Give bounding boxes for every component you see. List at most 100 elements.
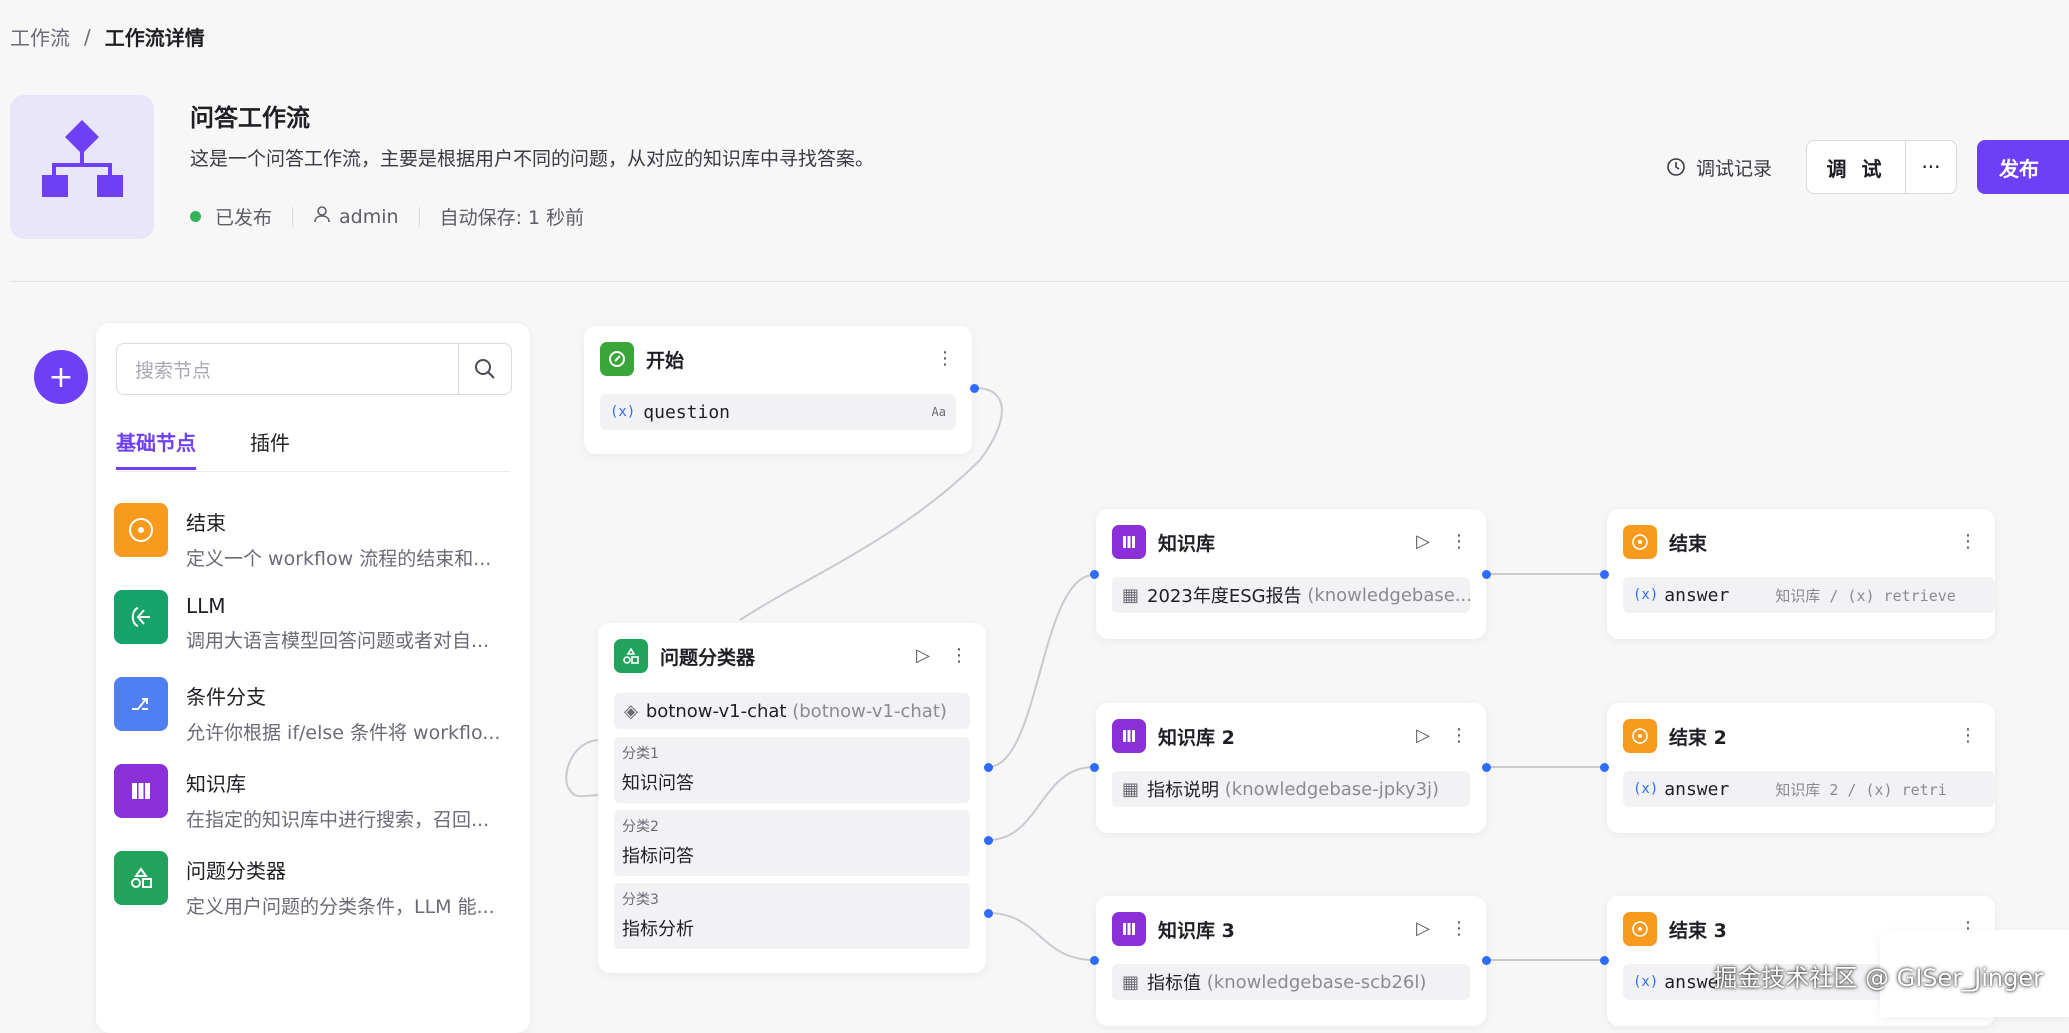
class-item: 分类2 指标问答 [614, 810, 970, 876]
meta-divider [418, 206, 420, 227]
database-icon: ▦ [1122, 971, 1140, 993]
end-node-1[interactable]: 结束 ⋮ (x) answer 知识库 / (x) retrieve [1607, 509, 1995, 639]
tab-plugins[interactable]: 插件 [250, 431, 290, 455]
node-title: 结束 [1669, 532, 1708, 555]
variable-name: answe [1664, 971, 1719, 993]
workflow-logo [10, 95, 154, 239]
classifier-model: ◈ botnow-v1-chat (botnow-v1-chat) [614, 693, 970, 729]
breadcrumb-current: 工作流详情 [104, 26, 205, 50]
panel-item-branch[interactable]: 条件分支允许你根据 if/else 条件将 workflo... [114, 677, 514, 747]
workflow-meta: 已发布 admin 自动保存: 1 秒前 [190, 203, 584, 230]
type-badge: Aa [931, 405, 946, 419]
kb2-input-port[interactable] [1090, 763, 1099, 772]
debug-button[interactable]: 调 试 [1807, 141, 1906, 193]
variable-name: answer [1664, 778, 1730, 800]
node-menu-icon[interactable]: ⋮ [936, 348, 954, 369]
kb-id: (knowledgebase-jpky3j) [1224, 778, 1440, 800]
class1-output-port[interactable] [984, 763, 993, 772]
end-node-2[interactable]: 结束 2 ⋮ (x) answer 知识库 2 / (x) retri [1607, 703, 1995, 833]
variable-icon: (x) [1633, 587, 1659, 603]
knowledge-node-1[interactable]: 知识库 ▷ ⋮ ▦ 2023年度ESG报告 (knowledgebase... [1096, 509, 1486, 639]
status-text: 已发布 [215, 207, 273, 229]
class-label: 分类1 [622, 746, 659, 762]
panel-item-desc: 允许你根据 if/else 条件将 workflo... [186, 722, 501, 744]
end-output-variable: (x) answer 知识库 / (x) retrieve [1623, 577, 1995, 613]
workflow-tree-icon [42, 120, 123, 197]
end3-input-port[interactable] [1600, 956, 1609, 965]
edge-class2-kb2 [987, 766, 1095, 841]
classifier-node[interactable]: 问题分类器 ▷⋮ ◈ botnow-v1-chat (botnow-v1-cha… [598, 623, 986, 973]
class-value: 指标问答 [622, 846, 694, 867]
add-node-button[interactable]: + [34, 350, 88, 404]
kb3-input-port[interactable] [1090, 956, 1099, 965]
minimap[interactable] [1880, 930, 2069, 1017]
knowledge-node-3[interactable]: 知识库 3 ▷⋮ ▦ 指标值 (knowledgebase-scb26l) [1096, 896, 1486, 1026]
variable-icon: (x) [610, 404, 636, 420]
debug-history-button[interactable]: 调试记录 [1666, 154, 1772, 181]
node-menu-icon[interactable]: ⋮ [1450, 918, 1468, 939]
edge-classifier-loop [565, 739, 601, 798]
variable-ref: 知识库 2 / (x) retri [1775, 780, 1947, 799]
search-input[interactable]: 搜索节点 [135, 359, 212, 382]
breadcrumb: 工作流 / 工作流详情 [10, 22, 205, 51]
node-menu-icon[interactable]: ⋮ [1450, 725, 1468, 746]
breadcrumb-parent[interactable]: 工作流 [10, 26, 70, 50]
end-icon [1623, 525, 1657, 559]
panel-item-desc: 定义一个 workflow 流程的结束和... [186, 548, 492, 570]
end-icon [1623, 719, 1657, 753]
kb3-output-port[interactable] [1482, 956, 1491, 965]
search-icon [475, 359, 495, 379]
knowledge-base-ref: ▦ 2023年度ESG报告 (knowledgebase... [1112, 577, 1470, 613]
node-menu-icon[interactable]: ⋮ [1959, 725, 1977, 746]
start-output-port[interactable] [970, 384, 979, 393]
kb-name: 指标说明 [1147, 780, 1220, 801]
kb2-output-port[interactable] [1482, 763, 1491, 772]
start-node[interactable]: 开始 ⋮ (x) question Aa [584, 326, 972, 454]
class2-output-port[interactable] [984, 836, 993, 845]
kb-id: (knowledgebase-scb26l) [1206, 971, 1427, 993]
kb1-input-port[interactable] [1090, 570, 1099, 579]
search-button[interactable] [458, 344, 511, 394]
class3-output-port[interactable] [984, 909, 993, 918]
class-label: 分类2 [622, 819, 659, 835]
node-title: 知识库 [1158, 532, 1216, 555]
end1-input-port[interactable] [1600, 570, 1609, 579]
workflow-title: 问答工作流 [190, 104, 310, 132]
watermark-text: 掘金技术社区 @ GISer_Jinger [1713, 964, 2043, 992]
run-icon[interactable]: ▷ [916, 645, 930, 666]
kb1-output-port[interactable] [1482, 570, 1491, 579]
variable-name: answer [1664, 584, 1730, 606]
panel-item-title: 问题分类器 [186, 859, 286, 883]
panel-item-knowledge[interactable]: 知识库在指定的知识库中进行搜索，召回... [114, 764, 514, 834]
panel-item-classifier[interactable]: 问题分类器定义用户问题的分类条件，LLM 能... [114, 851, 514, 921]
panel-item-end[interactable]: 结束定义一个 workflow 流程的结束和... [114, 503, 514, 573]
node-menu-icon[interactable]: ⋮ [1450, 531, 1468, 552]
variable-icon: (x) [1633, 974, 1659, 990]
more-options-button[interactable]: ··· [1921, 155, 1941, 179]
knowledge-icon [1112, 719, 1146, 753]
class-value: 知识问答 [622, 773, 694, 794]
kb-name: 2023年度ESG报告 [1147, 586, 1302, 607]
debug-history-label: 调试记录 [1695, 157, 1772, 180]
variable-icon: (x) [1633, 781, 1659, 797]
knowledge-icon [114, 764, 168, 818]
run-icon[interactable]: ▷ [1416, 918, 1430, 939]
knowledge-icon [1112, 912, 1146, 946]
model-icon: ◈ [624, 700, 638, 722]
run-icon[interactable]: ▷ [1416, 725, 1430, 746]
llm-icon [114, 590, 168, 644]
class-value: 指标分析 [622, 919, 694, 940]
header-divider [10, 281, 2069, 282]
end2-input-port[interactable] [1600, 763, 1609, 772]
model-name: botnow-v1-chat [645, 700, 787, 722]
run-icon[interactable]: ▷ [1416, 531, 1430, 552]
node-menu-icon[interactable]: ⋮ [950, 645, 968, 666]
end-icon [1623, 912, 1657, 946]
tab-basic-nodes[interactable]: 基础节点 [116, 427, 196, 470]
node-menu-icon[interactable]: ⋮ [1959, 531, 1977, 552]
debug-button-group: 调 试 ··· [1806, 140, 1957, 194]
knowledge-node-2[interactable]: 知识库 2 ▷⋮ ▦ 指标说明 (knowledgebase-jpky3j) [1096, 703, 1486, 833]
workflow-description: 这是一个问答工作流，主要是根据用户不同的问题，从对应的知识库中寻找答案。 [190, 148, 875, 170]
publish-button[interactable]: 发布 [1977, 140, 2069, 194]
